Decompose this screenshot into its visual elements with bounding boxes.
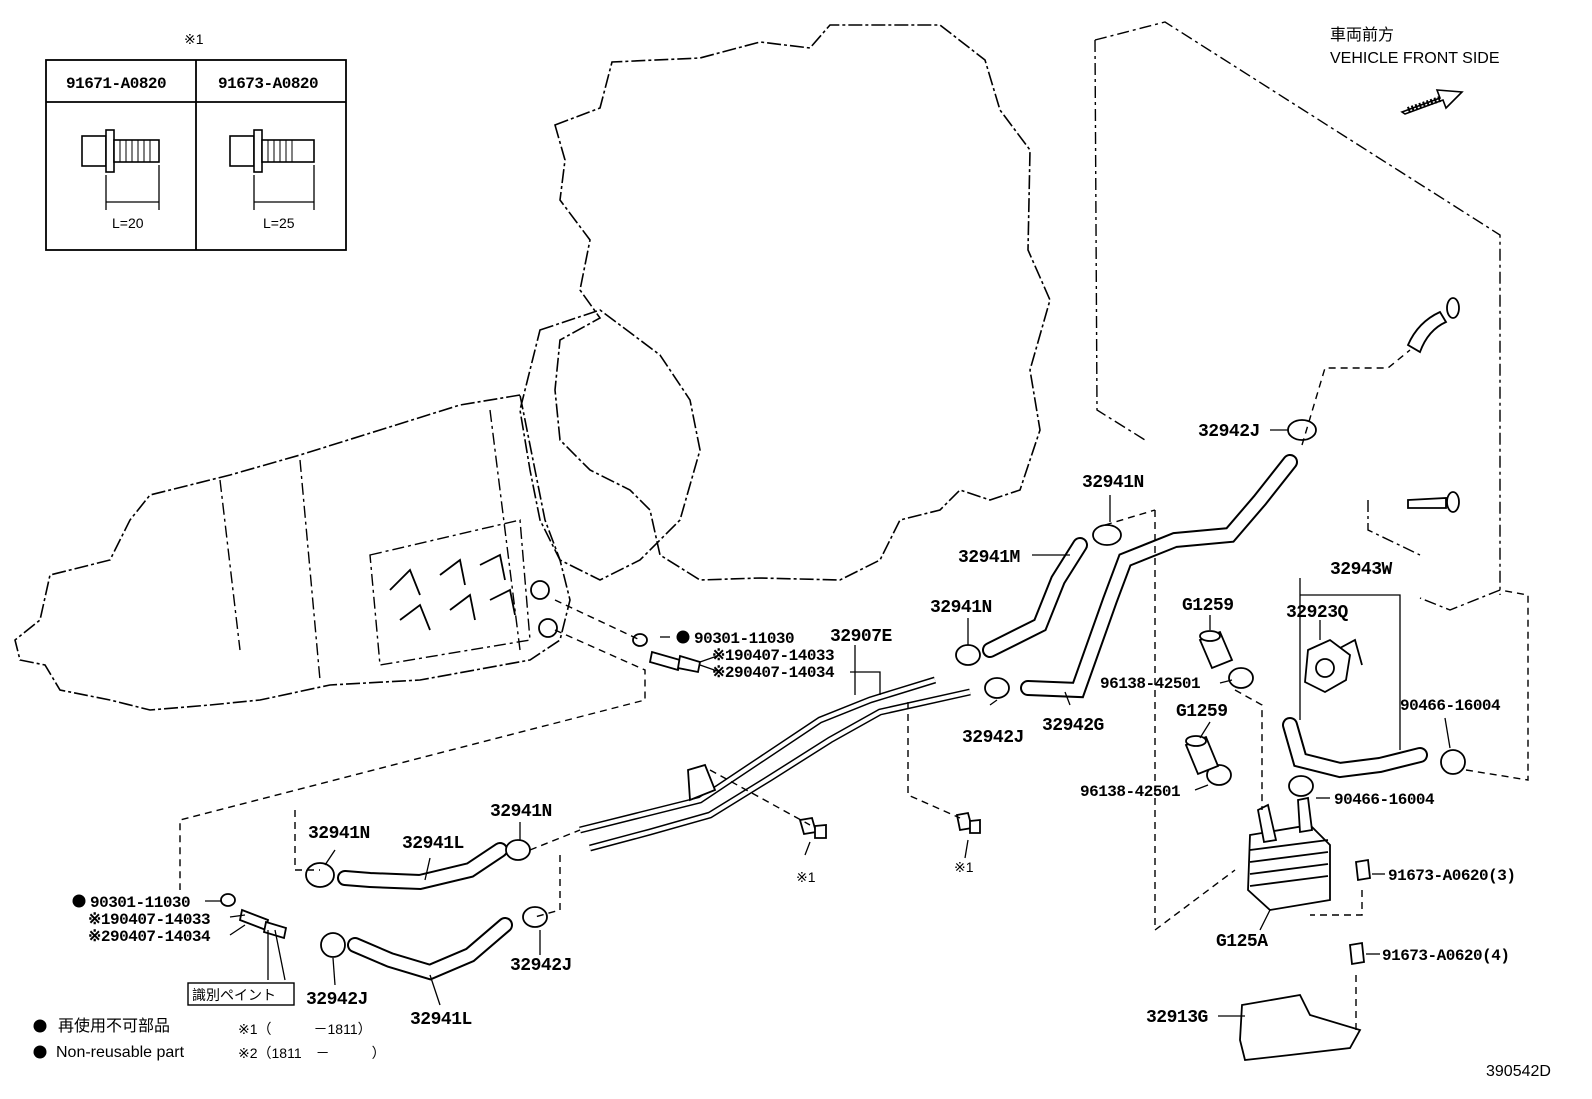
label-90301-a: 90301-11030 <box>694 630 794 648</box>
union-fitting-icon <box>220 893 288 940</box>
part-labels: 32942J 32941N 32941M 32941N 32907E 90301… <box>88 422 1516 1030</box>
hose-32941M <box>982 537 1088 658</box>
label-90466-b: 90466-16004 <box>1334 791 1435 809</box>
transmission-outline <box>14 24 1051 711</box>
non-reusable-marker-icon <box>72 894 86 908</box>
hose-clamp-icon <box>305 419 1466 958</box>
label-91673-3: 91673-A0620(3) <box>1388 867 1515 885</box>
label-96138-a: 96138-42501 <box>1100 675 1200 693</box>
label-32941L-a: 32941L <box>402 834 464 854</box>
bolt-table: ※1 91671-A0820 91673-A0820 L=20 L=25 <box>45 31 347 251</box>
bolt-icon <box>229 129 315 210</box>
label-190407-a: ※190407-14033 <box>712 647 834 665</box>
label-32942J-c: 32942J <box>306 990 368 1010</box>
bolt-table-note: ※1 <box>184 31 204 47</box>
leader-lines <box>205 429 1451 1017</box>
label-ref1-b: ※1 <box>954 859 974 875</box>
label-91673-4: 91673-A0620(4) <box>1382 947 1509 965</box>
legend: 再使用不可部品 Non-reusable part ※1（ －1811） ※2（… <box>33 1017 386 1061</box>
label-32913G: 32913G <box>1146 1008 1208 1028</box>
bolt-icon <box>81 129 160 210</box>
vehicle-direction: 車両前方 VEHICLE FRONT SIDE <box>1330 26 1500 115</box>
bolt-icon <box>798 811 1371 966</box>
label-32941N-d: 32941N <box>490 802 552 822</box>
label-90301-b: 90301-11030 <box>90 894 190 912</box>
label-G1259-a: G1259 <box>1182 596 1234 616</box>
non-reusable-marker-icon <box>33 1045 47 1059</box>
non-reusable-marker-icon <box>676 630 690 644</box>
paint-label: 識別ペイント <box>192 987 276 1003</box>
label-290407-a: ※290407-14034 <box>712 664 835 682</box>
bolt-part-1: 91671-A0820 <box>66 75 166 93</box>
hose-32942G <box>1020 454 1298 699</box>
rubber-sleeve-icon <box>1184 630 1234 776</box>
direction-label-jp: 車両前方 <box>1330 26 1394 44</box>
legend-jp: 再使用不可部品 <box>58 1017 170 1035</box>
label-32923Q: 32923Q <box>1286 603 1349 623</box>
hose-32941L-lower <box>347 917 513 981</box>
label-290407-b: ※290407-14034 <box>88 928 211 946</box>
label-32941N-c: 32941N <box>308 824 370 844</box>
label-32941M: 32941M <box>958 548 1020 568</box>
non-reusable-marker-icon <box>33 1019 47 1033</box>
hose-32941L-upper <box>337 842 508 891</box>
label-32941N-a: 32941N <box>1082 473 1144 493</box>
radiator-panel-outline <box>1094 21 1501 611</box>
direction-arrow-icon <box>1400 89 1464 115</box>
label-90466-a: 90466-16004 <box>1400 697 1501 715</box>
thermostat-icon <box>1304 638 1363 694</box>
label-32942J-d: 32942J <box>510 956 572 976</box>
bolt-part-2: 91673-A0820 <box>218 75 318 93</box>
cooler-tube-32907E <box>579 676 971 852</box>
oil-cooler-icon <box>1247 796 1331 911</box>
legend-en: Non-reusable part <box>56 1044 185 1061</box>
label-32943W: 32943W <box>1330 560 1393 580</box>
label-G1259-b: G1259 <box>1176 702 1228 722</box>
label-32942G: 32942G <box>1042 716 1104 736</box>
bracket-icon <box>1239 993 1362 1061</box>
label-32942J-top: 32942J <box>1198 422 1260 442</box>
union-fitting-icon <box>632 633 702 674</box>
label-32941L-b: 32941L <box>410 1010 472 1030</box>
figure-id: 390542D <box>1486 1063 1551 1080</box>
bolt-length-1: L=20 <box>112 215 144 231</box>
label-G125A: G125A <box>1216 932 1268 952</box>
dashed-guide-lines <box>179 349 1529 1035</box>
label-190407-b: ※190407-14033 <box>88 911 210 929</box>
legend-note-2: ※2（1811 － ） <box>238 1045 386 1061</box>
radiator-fitting-icon <box>1406 297 1460 513</box>
label-32907E: 32907E <box>830 627 893 647</box>
label-32941N-b: 32941N <box>930 598 992 618</box>
label-ref1-a: ※1 <box>796 869 816 885</box>
legend-note-1: ※1（ －1811） <box>238 1021 372 1037</box>
bolt-length-2: L=25 <box>263 215 295 231</box>
direction-label-en: VEHICLE FRONT SIDE <box>1330 50 1500 67</box>
label-32942J-mid: 32942J <box>962 728 1024 748</box>
hose-cooler <box>1282 717 1428 779</box>
label-96138-b: 96138-42501 <box>1080 783 1180 801</box>
